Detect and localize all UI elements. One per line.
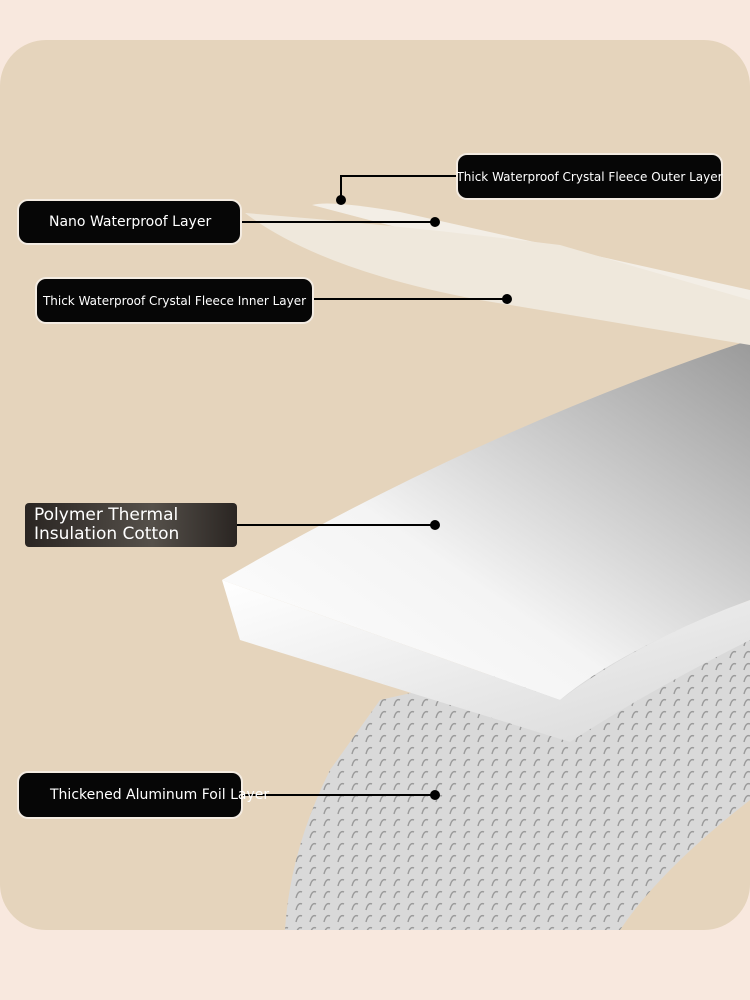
inner-fleece-layer <box>245 213 750 345</box>
foam-side <box>222 580 750 742</box>
callout-dot <box>430 217 440 227</box>
label-outer-layer: Thick Waterproof Crystal Fleece Outer La… <box>456 155 723 198</box>
label-insulation: Polymer Thermal Insulation Cotton <box>25 503 237 547</box>
callout-dot <box>430 520 440 530</box>
callout-dot <box>336 195 346 205</box>
label-foil: Thickened Aluminum Foil Layer <box>19 773 269 817</box>
label-nano-layer: Nano Waterproof Layer <box>19 201 240 243</box>
label-inner-layer: Thick Waterproof Crystal Fleece Inner La… <box>37 279 312 322</box>
callout-dot <box>430 790 440 800</box>
callout-dot <box>502 294 512 304</box>
foam-top <box>222 340 750 700</box>
